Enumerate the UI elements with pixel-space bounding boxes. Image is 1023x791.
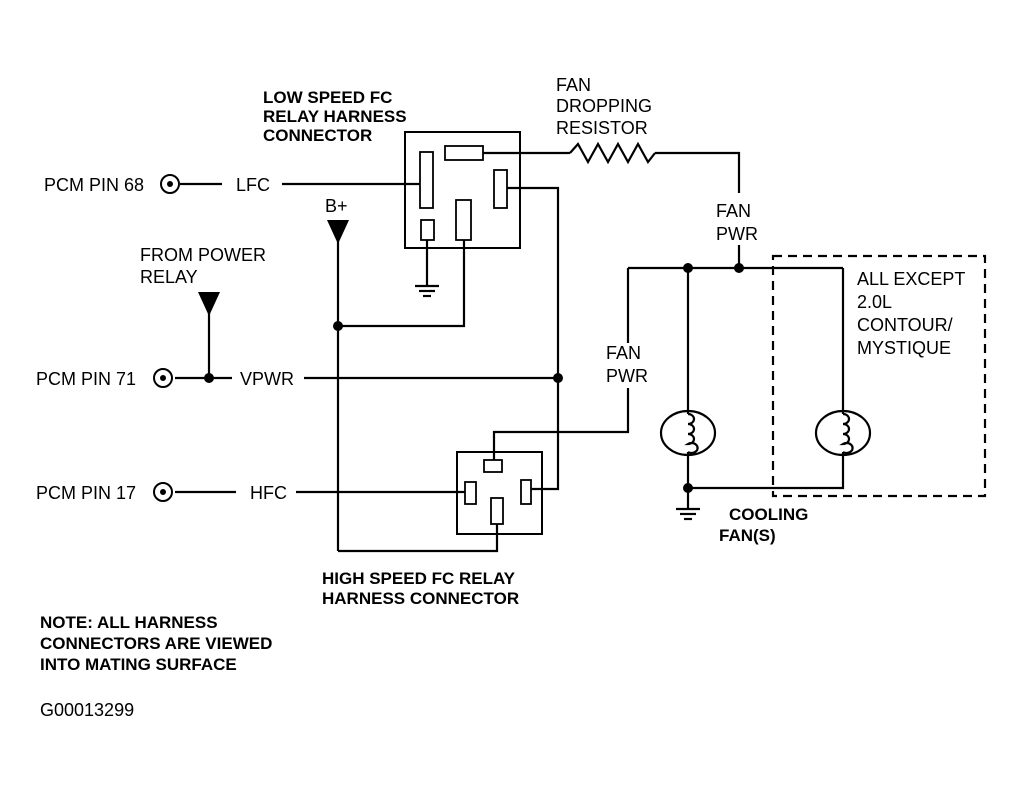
ground-symbol-fans [676, 507, 700, 521]
high-speed-connector-label: HIGH SPEED FC RELAY HARNESS CONNECTOR [322, 569, 519, 608]
cooling-fans-label: COOLING FAN(S) [719, 505, 813, 545]
hfc-label: HFC [250, 483, 287, 503]
pcm-pin-17-label: PCM PIN 17 [36, 483, 136, 503]
b-plus-arrow [327, 220, 349, 244]
cooling-fan-motor-1 [659, 404, 717, 462]
pcm-pin-17-terminal [153, 482, 173, 502]
fan-dropping-resistor-label: FAN DROPPING RESISTOR [556, 75, 657, 138]
pcm-pin-71-label: PCM PIN 71 [36, 369, 136, 389]
cooling-fan-motor-2 [814, 404, 872, 462]
vpwr-label: VPWR [240, 369, 294, 389]
splice-dots [204, 263, 744, 493]
figure-id-label: G00013299 [40, 700, 134, 720]
power-relay-arrow [198, 292, 220, 316]
low-speed-fc-relay-connector [404, 131, 521, 249]
high-speed-fc-relay-connector [456, 451, 543, 535]
low-speed-connector-label: LOW SPEED FC RELAY HARNESS CONNECTOR [263, 88, 411, 145]
pcm-pin-68-label: PCM PIN 68 [44, 175, 144, 195]
all-except-label: ALL EXCEPT 2.0L CONTOUR/ MYSTIQUE [857, 269, 970, 358]
ground-symbol-low-speed [415, 284, 439, 298]
pcm-pin-68-terminal [160, 174, 180, 194]
note-label: NOTE: ALL HARNESS CONNECTORS ARE VIEWED … [40, 613, 277, 674]
b-plus-label: B+ [325, 196, 348, 216]
fan-pwr-left-label: FAN PWR [606, 343, 648, 386]
from-power-relay-label: FROM POWER RELAY [140, 245, 271, 287]
fan-pwr-top-label: FAN PWR [716, 201, 758, 244]
lfc-label: LFC [236, 175, 270, 195]
pcm-pin-71-terminal [153, 368, 173, 388]
wires [175, 141, 845, 553]
option-box-all-except [771, 254, 987, 498]
